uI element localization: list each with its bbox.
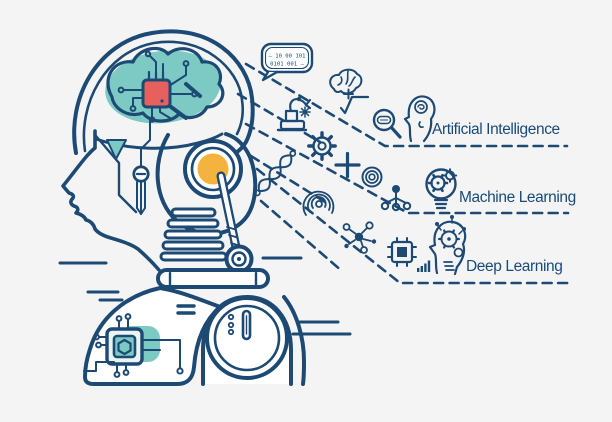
concentric-circles-icon — [361, 166, 383, 188]
head-gears-icon — [428, 215, 467, 276]
bulb-gear-icon — [425, 168, 458, 210]
head-brain-icon — [403, 95, 436, 143]
equals-detail — [176, 304, 196, 315]
brain-icon — [329, 68, 363, 95]
node-tree-icon — [380, 185, 412, 212]
dna-icon — [253, 150, 297, 197]
shoulder-chip-icon — [83, 313, 184, 378]
visor-triangle — [106, 139, 127, 160]
floating-icons — [253, 68, 467, 276]
ear-swoosh — [155, 132, 258, 236]
square-root-icon — [339, 95, 370, 115]
label-artificial-intelligence: Artificial Intelligence — [432, 121, 560, 138]
cheek-port — [132, 118, 151, 215]
cpu-chip-icon — [141, 70, 172, 109]
label-machine-learning: Machine Learning — [459, 189, 576, 206]
fingerprint-icon — [302, 190, 335, 216]
category-labels: Artificial Intelligence Machine Learning… — [432, 121, 576, 275]
plus-small-icon — [343, 88, 354, 100]
robot-arm-icon — [276, 96, 312, 132]
brain-circuit — [105, 46, 225, 124]
chest-port — [201, 295, 293, 386]
robot-head — [61, 29, 270, 289]
robot-body — [58, 256, 352, 386]
connector-ml — [244, 122, 570, 215]
ear-port — [183, 139, 243, 199]
faceplate-seam — [94, 134, 138, 214]
label-deep-learning: Deep Learning — [466, 258, 563, 275]
neck-rings — [159, 207, 228, 262]
chip-icon — [387, 237, 417, 267]
binary-line-1: – 10 00 101 — [268, 54, 305, 60]
helmet-inner-line — [82, 40, 245, 153]
magnifier-data-icon — [372, 108, 402, 139]
skull-outline — [72, 29, 255, 160]
sparkle-icon — [299, 106, 311, 118]
face-profile — [61, 129, 161, 272]
right-arm-arc — [282, 295, 306, 386]
gear-icon — [307, 131, 337, 161]
accent-lines — [58, 256, 352, 336]
collar — [156, 268, 270, 289]
connector-ai-parallel — [236, 92, 322, 144]
binary-line-2: 0101 001 – — [270, 62, 304, 68]
molecule-icon — [342, 221, 377, 254]
connector-dl — [255, 167, 570, 285]
connector-dl-parallel — [259, 199, 345, 274]
speech-bubble-binary-icon: – 10 00 101 0101 001 – — [260, 42, 314, 82]
bar-chart-icon — [417, 260, 431, 272]
plus-large-icon — [334, 151, 361, 179]
piston-arm — [216, 171, 254, 274]
connector-ai — [244, 62, 569, 148]
